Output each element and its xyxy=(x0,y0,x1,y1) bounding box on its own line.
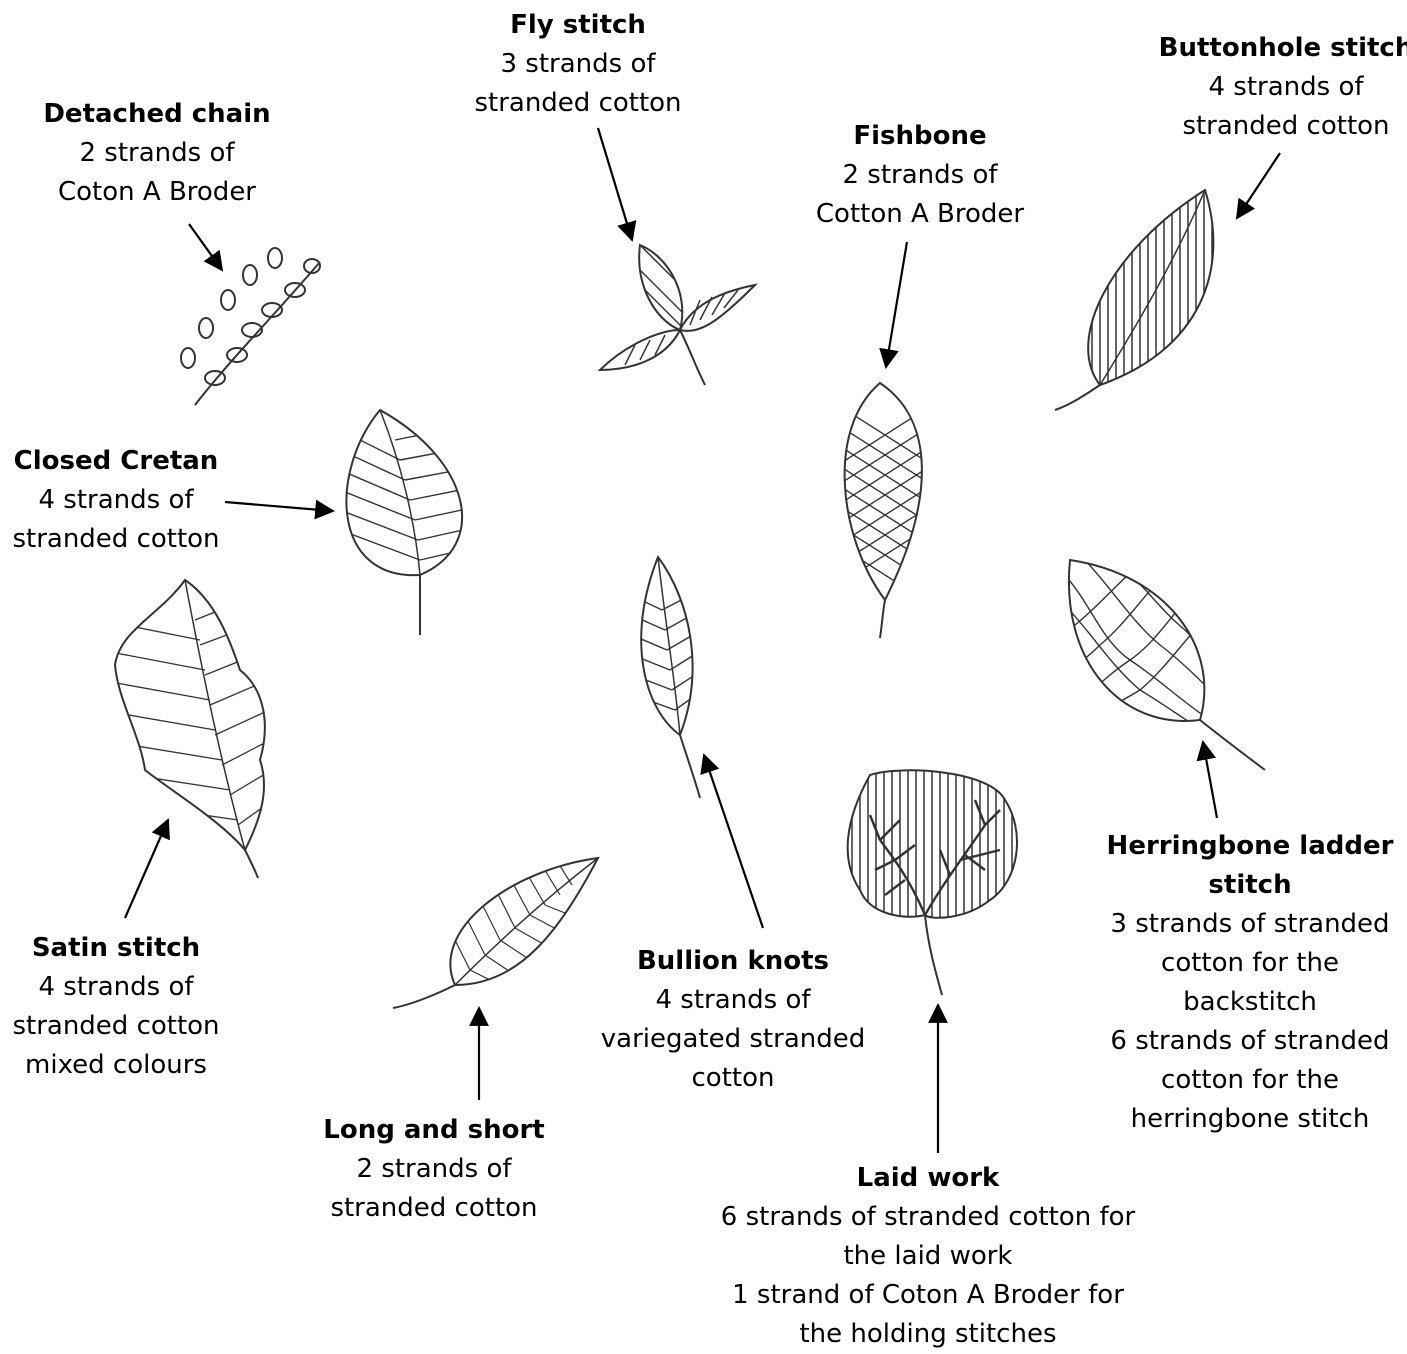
leaf-satin xyxy=(100,580,280,878)
leaf-bullion xyxy=(620,557,710,798)
label-fly-stitch: Fly stitch 3 strands of stranded cotton xyxy=(474,6,681,123)
leaf-fishbone xyxy=(830,383,940,638)
leaf-laid-work xyxy=(840,760,1030,995)
leaf-fly xyxy=(600,245,755,385)
label-long-and-short: Long and short 2 strands of stranded cot… xyxy=(323,1111,544,1228)
label-fishbone: Fishbone 2 strands of Cotton A Broder xyxy=(816,117,1024,234)
leaf-buttonhole xyxy=(1055,185,1240,410)
label-satin-stitch: Satin stitch 4 strands of stranded cotto… xyxy=(12,929,219,1085)
label-detached-chain: Detached chain 2 strands of Coton A Brod… xyxy=(43,95,270,212)
leaf-closed-cretan xyxy=(340,410,485,635)
label-herringbone-ladder: Herringbone ladder stitch 3 strands of s… xyxy=(1107,827,1394,1139)
label-buttonhole-stitch: Buttonhole stitch 4 strands of stranded … xyxy=(1159,29,1407,146)
label-closed-cretan: Closed Cretan 4 strands of stranded cott… xyxy=(12,442,219,559)
leaf-herringbone-ladder xyxy=(1055,555,1265,770)
label-bullion-knots: Bullion knots 4 strands of variegated st… xyxy=(601,942,865,1098)
leaf-long-short xyxy=(393,858,598,1008)
label-laid-work: Laid work 6 strands of stranded cotton f… xyxy=(721,1159,1135,1354)
leaf-detached-chain xyxy=(181,248,320,405)
